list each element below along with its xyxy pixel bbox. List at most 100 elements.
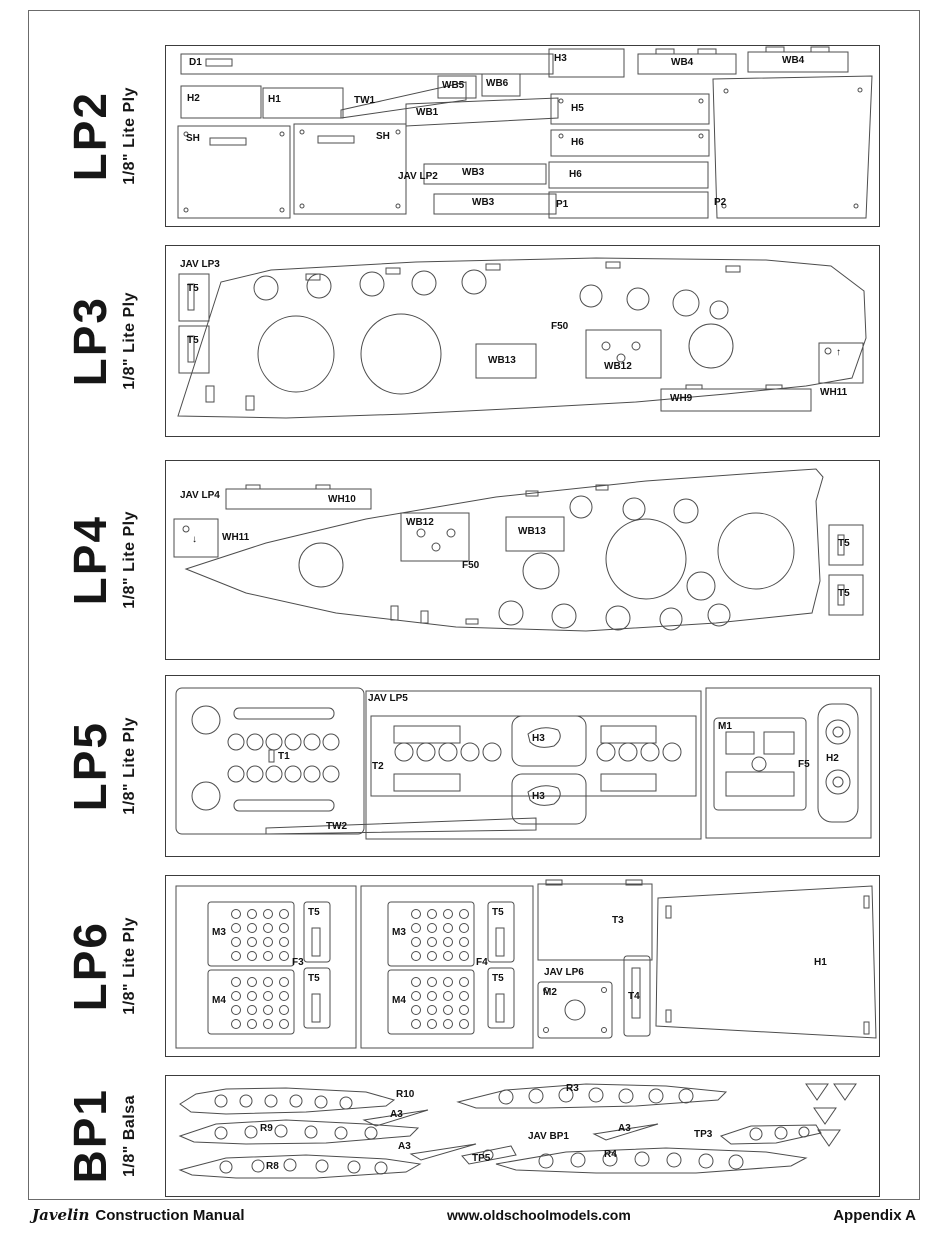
part-label: SH bbox=[186, 133, 200, 144]
part-label: F3 bbox=[292, 957, 304, 968]
part-label: A3 bbox=[390, 1109, 403, 1120]
lp2-parts-drawing bbox=[177, 46, 873, 219]
lp5-parts-drawing bbox=[175, 687, 872, 840]
part-label: WB1 bbox=[416, 107, 439, 118]
part-label: JAV BP1 bbox=[528, 1131, 569, 1142]
footer-title: Construction Manual bbox=[95, 1207, 245, 1224]
part-label: ↓ bbox=[192, 534, 197, 545]
panel-material-lp4: 1/8" Lite Ply bbox=[121, 511, 138, 609]
part-label: T5 bbox=[492, 907, 504, 918]
part-label: M3 bbox=[392, 927, 406, 938]
part-label: M4 bbox=[392, 995, 406, 1006]
part-label: M1 bbox=[718, 721, 732, 732]
part-label: D1 bbox=[189, 57, 202, 68]
panel-title-lp2: LP2 1/8" Lite Ply bbox=[46, 45, 156, 227]
panel-material-bp1: 1/8" Balsa bbox=[121, 1095, 138, 1177]
part-label: T5 bbox=[838, 588, 850, 599]
part-label: F50 bbox=[551, 321, 569, 332]
panel-id-lp3: LP3 bbox=[64, 295, 116, 387]
part-label: R8 bbox=[266, 1161, 279, 1172]
part-label: P2 bbox=[714, 197, 727, 208]
part-label: T5 bbox=[187, 283, 199, 294]
part-label: T5 bbox=[308, 907, 320, 918]
panel-title-bp1: BP1 1/8" Balsa bbox=[46, 1075, 156, 1197]
part-label: WB3 bbox=[462, 167, 485, 178]
part-label: A3 bbox=[398, 1141, 411, 1152]
part-label: T2 bbox=[372, 761, 384, 772]
part-label: T3 bbox=[612, 915, 624, 926]
part-label: TW1 bbox=[354, 95, 376, 106]
part-label: WH10 bbox=[328, 494, 356, 505]
part-label: M3 bbox=[212, 927, 226, 938]
part-label: H6 bbox=[571, 137, 584, 148]
part-label: T5 bbox=[838, 538, 850, 549]
panel-title-lp3: LP3 1/8" Lite Ply bbox=[46, 245, 156, 437]
panel-material-lp3: 1/8" Lite Ply bbox=[121, 292, 138, 390]
part-label: WB12 bbox=[604, 361, 632, 372]
panel-id-lp5: LP5 bbox=[64, 720, 116, 812]
part-label: ↑ bbox=[836, 347, 841, 358]
part-label: WB4 bbox=[671, 57, 694, 68]
part-label: JAV LP5 bbox=[368, 693, 408, 704]
part-label: T5 bbox=[187, 335, 199, 346]
part-label: JAV LP6 bbox=[544, 967, 584, 978]
part-label: H2 bbox=[826, 753, 839, 764]
part-label: WB13 bbox=[488, 355, 516, 366]
part-label: F4 bbox=[476, 957, 488, 968]
lp3-parts-drawing bbox=[177, 257, 867, 419]
part-label: JAV LP3 bbox=[180, 259, 220, 270]
part-label: M2 bbox=[543, 987, 557, 998]
part-label: WB4 bbox=[782, 55, 805, 66]
part-label: WB12 bbox=[406, 517, 434, 528]
part-label: SH bbox=[376, 131, 390, 142]
page-border bbox=[28, 10, 920, 1200]
part-label: H1 bbox=[814, 957, 827, 968]
bp1-parts-drawing bbox=[178, 1083, 857, 1179]
part-label: TW2 bbox=[326, 821, 348, 832]
lp6-parts-drawing bbox=[175, 879, 877, 1049]
part-label: TP3 bbox=[694, 1129, 713, 1140]
part-label: H5 bbox=[571, 103, 584, 114]
panel-id-lp6: LP6 bbox=[64, 920, 116, 1012]
footer-url: www.oldschoolmodels.com bbox=[446, 1207, 631, 1223]
panel-title-lp5: LP5 1/8" Lite Ply bbox=[46, 675, 156, 857]
panel-material-lp2: 1/8" Lite Ply bbox=[121, 87, 138, 185]
part-label: T4 bbox=[628, 991, 640, 1002]
part-label: F5 bbox=[798, 759, 810, 770]
part-label: T5 bbox=[492, 973, 504, 984]
part-label: H1 bbox=[268, 94, 281, 105]
part-label: T1 bbox=[278, 751, 290, 762]
part-label: H3 bbox=[554, 53, 567, 64]
part-label: WB6 bbox=[486, 78, 509, 89]
part-label: H6 bbox=[569, 169, 582, 180]
part-label: JAV LP2 bbox=[398, 171, 438, 182]
part-label: WH9 bbox=[670, 393, 693, 404]
part-label: WB5 bbox=[442, 80, 465, 91]
part-label: A3 bbox=[618, 1123, 631, 1134]
footer-appendix: Appendix A bbox=[833, 1207, 916, 1224]
part-label: H2 bbox=[187, 93, 200, 104]
part-label: H3 bbox=[532, 791, 545, 802]
part-label: JAV LP4 bbox=[180, 490, 220, 501]
part-label: WH11 bbox=[222, 532, 250, 543]
part-label: R4 bbox=[604, 1149, 617, 1160]
part-label: R3 bbox=[566, 1083, 579, 1094]
part-label: T5 bbox=[308, 973, 320, 984]
lp4-parts-drawing bbox=[173, 468, 864, 632]
part-label: F50 bbox=[462, 560, 480, 571]
panel-title-lp6: LP6 1/8" Lite Ply bbox=[46, 875, 156, 1057]
panel-title-lp4: LP4 1/8" Lite Ply bbox=[46, 460, 156, 660]
